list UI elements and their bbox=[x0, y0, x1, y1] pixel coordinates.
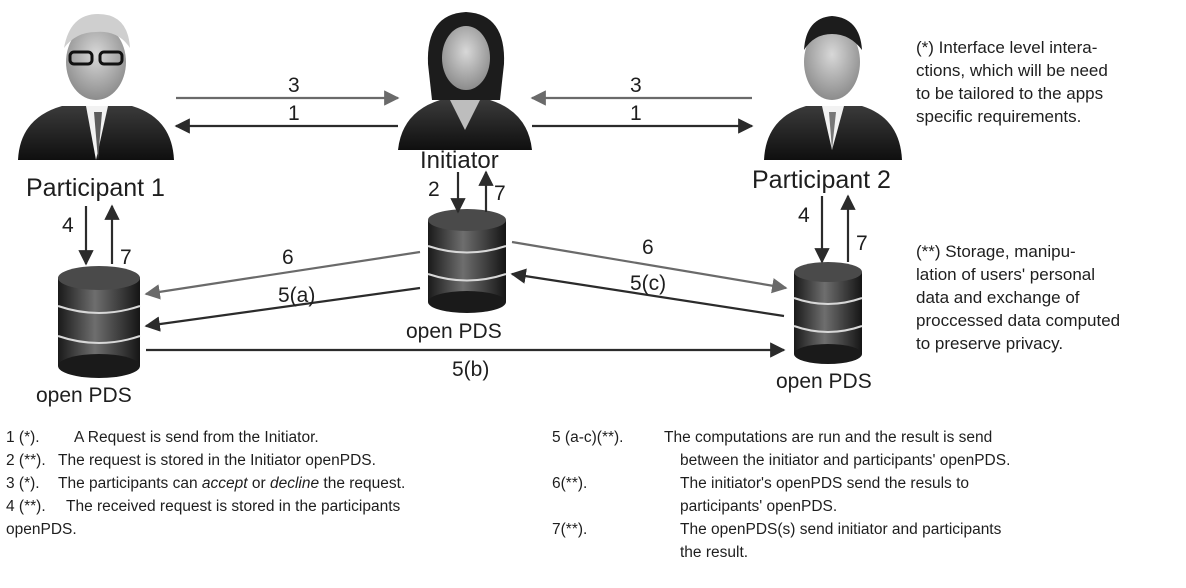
legend-text: The initiator's openPDS send the resuls … bbox=[680, 475, 970, 492]
participant-1-avatar bbox=[18, 14, 174, 160]
legend-text-part: The participants can bbox=[58, 475, 202, 492]
edge-label-3-right: 3 bbox=[630, 74, 642, 97]
initiator-openpds-icon bbox=[427, 209, 507, 313]
participant-2-openpds-icon bbox=[793, 262, 863, 364]
participant-1-pds-label: open PDS bbox=[36, 384, 132, 407]
note-line: to preserve privacy. bbox=[916, 334, 1064, 353]
arrow-p2-pds-to-initiator-pds bbox=[510, 268, 785, 318]
legend-right: 5 (a-c)(**). The computations are run an… bbox=[552, 426, 1182, 564]
legend-text: The participants can accept or decline t… bbox=[58, 472, 405, 495]
arrow-initiator-pds-to-p1-pds bbox=[144, 250, 421, 300]
participant-2-pds-label: open PDS bbox=[776, 370, 872, 393]
legend-item: between the initiator and participants' … bbox=[552, 449, 1182, 472]
legend-item: 1 (*). A Request is send from the Initia… bbox=[6, 426, 546, 449]
edge-label-4-right: 4 bbox=[798, 204, 810, 227]
participant-1-label: Participant 1 bbox=[26, 174, 165, 202]
participant-2-avatar bbox=[764, 16, 902, 160]
note-line: (*) Interface level intera- bbox=[916, 38, 1098, 57]
edge-label-7-right: 7 bbox=[856, 232, 868, 255]
arrow-initiator-pds-to-p2-pds bbox=[511, 240, 788, 294]
legend-key: openPDS. bbox=[6, 521, 77, 538]
note-interface-level: (*) Interface level intera- ctions, whic… bbox=[916, 36, 1186, 128]
legend-item: 7(**). The openPDS(s) send initiator and… bbox=[552, 518, 1182, 541]
legend-text: A Request is send from the Initiator. bbox=[74, 429, 319, 446]
legend-text: The computations are run and the result … bbox=[664, 429, 993, 446]
note-line: (**) Storage, manipu- bbox=[916, 242, 1076, 261]
note-line: proccessed data computed bbox=[916, 311, 1121, 330]
architecture-diagram: Participant 1 Initiator Participant 2 op… bbox=[18, 12, 902, 407]
legend-text: participants' openPDS. bbox=[680, 498, 838, 515]
edge-label-1-right: 1 bbox=[630, 102, 642, 125]
legend-item: openPDS. bbox=[6, 518, 546, 541]
legend-key: 3 (*). bbox=[6, 475, 40, 492]
edge-label-2: 2 bbox=[428, 178, 440, 201]
legend-key: 7(**). bbox=[552, 521, 588, 538]
legend-left: 1 (*). A Request is send from the Initia… bbox=[6, 426, 546, 541]
edge-label-6-left: 6 bbox=[282, 246, 294, 269]
legend-item: 4 (**). The received request is stored i… bbox=[6, 495, 546, 518]
note-line: specific requirements. bbox=[916, 107, 1082, 126]
initiator-pds-label: open PDS bbox=[406, 320, 502, 343]
legend-key: 6(**). bbox=[552, 475, 588, 492]
edge-label-5a: 5(a) bbox=[278, 284, 315, 307]
note-line: to be tailored to the apps bbox=[916, 84, 1104, 103]
edge-label-7-initiator: 7 bbox=[494, 182, 506, 205]
legend-item: 2 (**). The request is stored in the Ini… bbox=[6, 449, 546, 472]
note-storage: (**) Storage, manipu- lation of users' p… bbox=[916, 240, 1186, 355]
edge-label-4-left: 4 bbox=[62, 214, 74, 237]
legend-key: 4 (**). bbox=[6, 498, 46, 515]
edge-label-7-left: 7 bbox=[120, 246, 132, 269]
edge-label-3-left: 3 bbox=[288, 74, 300, 97]
legend-text: The received request is stored in the pa… bbox=[66, 498, 401, 515]
legend-text-part: the request. bbox=[319, 475, 406, 492]
note-line: data and exchange of bbox=[916, 288, 1080, 307]
participant-2-label: Participant 2 bbox=[752, 166, 891, 194]
initiator-avatar bbox=[398, 12, 532, 150]
participant-1-openpds-icon bbox=[57, 266, 141, 378]
legend-key: 5 (a-c)(**). bbox=[552, 429, 624, 446]
legend-text-accept: accept bbox=[201, 475, 248, 492]
legend-text: The request is stored in the Initiator o… bbox=[58, 452, 376, 469]
legend-item: the result. bbox=[552, 541, 1182, 564]
edge-label-6-right: 6 bbox=[642, 236, 654, 259]
legend-item: 3 (*). The participants can accept or de… bbox=[6, 472, 546, 495]
legend-key: 1 (*). bbox=[6, 429, 40, 446]
legend-text: between the initiator and participants' … bbox=[680, 452, 1011, 469]
note-line: ctions, which will be need bbox=[916, 61, 1108, 80]
arrow-p1-pds-to-initiator-pds bbox=[144, 286, 421, 332]
legend-text-part: or bbox=[247, 475, 270, 492]
initiator-label: Initiator bbox=[420, 147, 499, 174]
legend-key: 2 (**). bbox=[6, 452, 46, 469]
legend-text: the result. bbox=[680, 544, 749, 561]
note-line: lation of users' personal bbox=[916, 265, 1096, 284]
legend-item: participants' openPDS. bbox=[552, 495, 1182, 518]
edge-label-5b: 5(b) bbox=[452, 358, 489, 381]
legend-item: 6(**). The initiator's openPDS send the … bbox=[552, 472, 1182, 495]
edge-label-5c: 5(c) bbox=[630, 272, 666, 295]
edge-label-1-left: 1 bbox=[288, 102, 300, 125]
legend-text: The openPDS(s) send initiator and partic… bbox=[680, 521, 1002, 538]
legend-text-decline: decline bbox=[269, 475, 320, 492]
legend-item: 5 (a-c)(**). The computations are run an… bbox=[552, 426, 1182, 449]
